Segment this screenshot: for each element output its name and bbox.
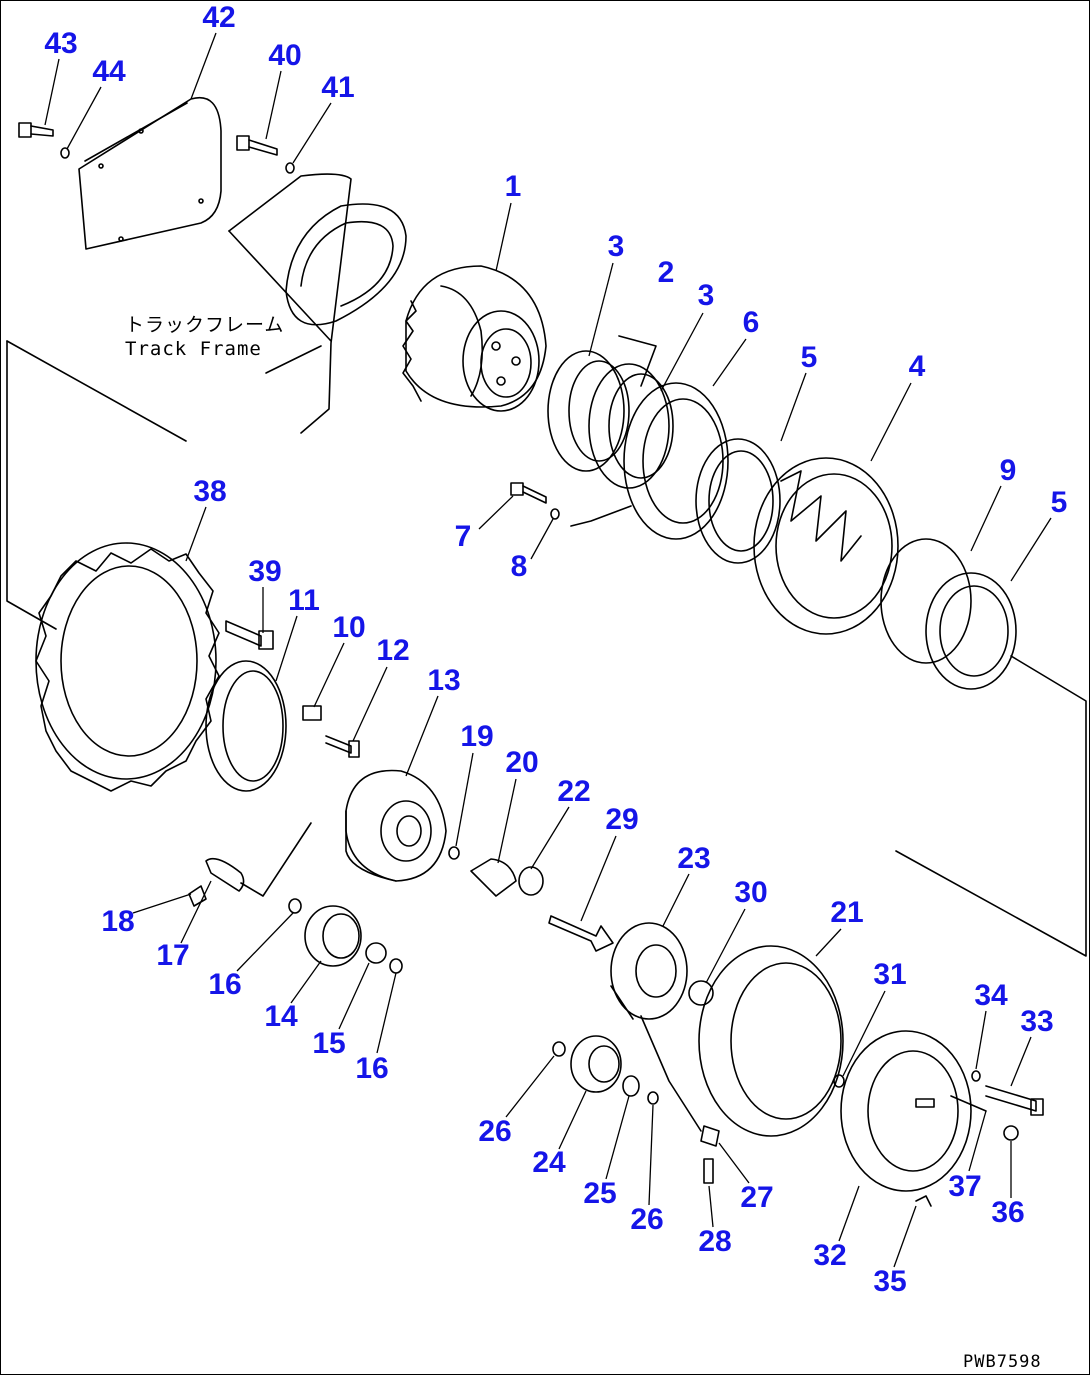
callout-14: 14 bbox=[264, 1000, 298, 1033]
callout-26b: 26 bbox=[630, 1203, 664, 1236]
shaft-17-part bbox=[188, 822, 312, 907]
callout-25: 25 bbox=[583, 1177, 617, 1210]
callout-29: 29 bbox=[605, 803, 639, 836]
center-gear-part bbox=[448, 846, 544, 897]
callout-27: 27 bbox=[740, 1181, 774, 1214]
planetary-carrier-part bbox=[345, 769, 447, 882]
gear-ring-part bbox=[623, 382, 729, 540]
callout-8: 8 bbox=[510, 550, 528, 583]
callout-42: 42 bbox=[202, 1, 236, 34]
lock-plate-part bbox=[302, 705, 360, 758]
track-frame-part bbox=[6, 173, 407, 630]
callout-3b: 3 bbox=[697, 279, 715, 312]
callout-37: 37 bbox=[948, 1170, 982, 1203]
callout-20: 20 bbox=[505, 746, 539, 779]
bushing-30-part bbox=[688, 980, 714, 1006]
callout-43: 43 bbox=[44, 27, 78, 60]
callout-6: 6 bbox=[742, 306, 760, 339]
drawing-code-label: PWB7598 bbox=[963, 1352, 1042, 1372]
carrier-23-part bbox=[610, 922, 702, 1132]
drum-ring-part bbox=[753, 457, 899, 635]
callout-5b: 5 bbox=[1050, 486, 1068, 519]
callout-33: 33 bbox=[1020, 1005, 1054, 1038]
callout-28: 28 bbox=[698, 1225, 732, 1258]
track-frame-jp-label: トラックフレーム bbox=[125, 314, 285, 336]
o-ring-part bbox=[880, 538, 972, 664]
callout-40: 40 bbox=[268, 39, 302, 72]
motor-hub-part bbox=[402, 265, 547, 412]
bolt-39-part bbox=[225, 620, 274, 650]
ring-gear-part bbox=[698, 945, 844, 1137]
cover-plate-part bbox=[78, 96, 222, 250]
callout-5a: 5 bbox=[800, 341, 818, 374]
callout-15: 15 bbox=[312, 1027, 346, 1060]
track-frame-en-label: Track Frame bbox=[125, 338, 262, 360]
callout-44: 44 bbox=[92, 55, 126, 88]
callout-32: 32 bbox=[813, 1239, 847, 1272]
callout-18: 18 bbox=[101, 905, 135, 938]
callout-13: 13 bbox=[427, 664, 461, 697]
callout-1: 1 bbox=[504, 170, 522, 203]
callout-4: 4 bbox=[908, 350, 926, 383]
callout-36: 36 bbox=[991, 1196, 1025, 1229]
cover-32-part bbox=[833, 1030, 1044, 1207]
sprocket-part bbox=[35, 542, 220, 792]
callout-41: 41 bbox=[321, 71, 355, 104]
floating-seal-part bbox=[695, 438, 781, 564]
callout-16b: 16 bbox=[355, 1052, 389, 1085]
floating-seal-2-part bbox=[895, 572, 1087, 957]
callout-22: 22 bbox=[557, 775, 591, 808]
callout-23: 23 bbox=[677, 842, 711, 875]
callout-34: 34 bbox=[974, 979, 1008, 1012]
pin-27-part bbox=[700, 1125, 720, 1184]
bolt-40-part bbox=[236, 135, 295, 174]
bearing-set-part bbox=[547, 335, 674, 489]
planet-gear-24-part bbox=[552, 1035, 659, 1105]
bolt-7-part bbox=[510, 482, 632, 527]
callout-31: 31 bbox=[873, 958, 907, 991]
callout-21: 21 bbox=[830, 896, 864, 929]
planet-gear-part bbox=[288, 898, 403, 974]
shaft-29-part bbox=[548, 915, 614, 952]
callout-7: 7 bbox=[454, 520, 472, 553]
callout-24: 24 bbox=[532, 1146, 566, 1179]
callout-16a: 16 bbox=[208, 968, 242, 1001]
callout-39: 39 bbox=[248, 555, 282, 588]
callout-9: 9 bbox=[999, 454, 1017, 487]
bolt-43-part bbox=[18, 122, 70, 159]
callout-12: 12 bbox=[376, 634, 410, 667]
callout-26a: 26 bbox=[478, 1115, 512, 1148]
callout-2: 2 bbox=[657, 256, 675, 289]
callout-10: 10 bbox=[332, 611, 366, 644]
callout-3a: 3 bbox=[607, 230, 625, 263]
callout-38: 38 bbox=[193, 475, 227, 508]
callout-11: 11 bbox=[288, 584, 320, 617]
callout-35: 35 bbox=[873, 1265, 907, 1298]
seal-ring-part bbox=[205, 660, 287, 792]
callout-30: 30 bbox=[734, 876, 768, 909]
callout-17: 17 bbox=[156, 939, 190, 972]
callout-19: 19 bbox=[460, 720, 494, 753]
